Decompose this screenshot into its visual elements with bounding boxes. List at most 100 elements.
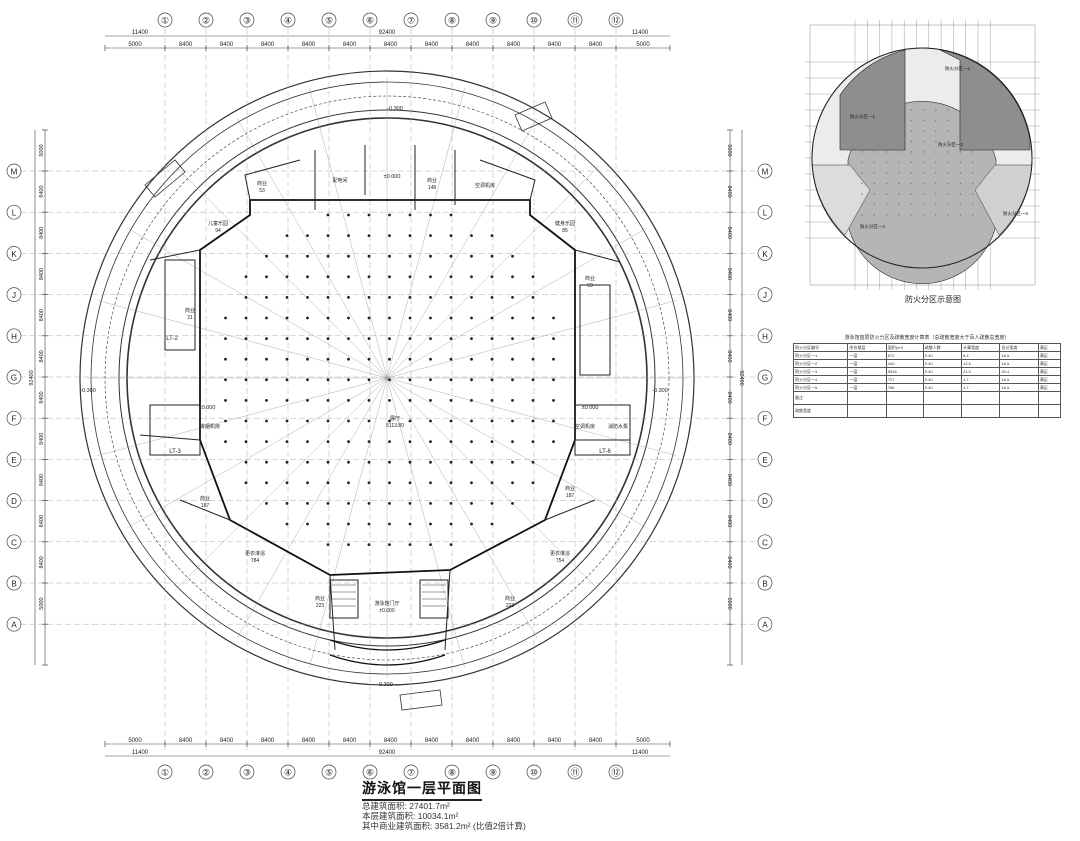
column-dot bbox=[511, 378, 514, 382]
column-axis-label: ⑧ bbox=[448, 768, 456, 778]
row-axis-label: C bbox=[762, 538, 768, 547]
fire-table-cell: 16.5 bbox=[999, 383, 1039, 392]
row-axis-bubble bbox=[6, 246, 22, 261]
fire-grid-dot bbox=[959, 214, 962, 216]
column-axis-label: ⑩ bbox=[530, 768, 538, 778]
column-dot bbox=[490, 460, 494, 464]
fire-table-cell: 防火分区一3 bbox=[792, 367, 849, 376]
column-axis-bubble bbox=[157, 12, 173, 28]
fire-grid-dot bbox=[935, 140, 937, 143]
radial-line bbox=[386, 377, 538, 638]
row-axis-label: A bbox=[762, 621, 768, 630]
fire-table-cell: 727 bbox=[885, 375, 924, 384]
column-axis-bubble bbox=[321, 764, 337, 780]
fire-grid-dot bbox=[947, 161, 949, 164]
fire-zone-label: 防火分区一4 bbox=[860, 223, 885, 230]
column-dot bbox=[388, 502, 391, 505]
column-dot bbox=[429, 481, 432, 485]
column-axis-label: ⑤ bbox=[325, 768, 333, 778]
dimension-label: 8400 bbox=[466, 42, 480, 48]
fire-grid-dot bbox=[861, 140, 863, 143]
dimension-label: 8400 bbox=[39, 309, 45, 321]
column-axis-bubble bbox=[403, 12, 419, 28]
column-dot bbox=[449, 419, 453, 423]
fire-table-cell: 8.4 bbox=[961, 351, 1001, 360]
column-dot bbox=[347, 522, 350, 526]
column-dot bbox=[326, 440, 330, 443]
column-dot bbox=[490, 275, 494, 279]
column-dot bbox=[224, 337, 227, 340]
fire-grid-dot bbox=[898, 182, 900, 185]
fire-grid-dot bbox=[898, 214, 900, 216]
column-dot bbox=[367, 234, 371, 238]
column-axis-label: ④ bbox=[284, 16, 292, 26]
fire-table-cell: 满足 bbox=[1037, 343, 1062, 352]
column-axis-bubble bbox=[198, 12, 214, 28]
column-dot bbox=[367, 460, 371, 464]
fire-grid-dot bbox=[959, 119, 962, 122]
fire-grid-dot bbox=[947, 109, 949, 111]
dimension-label: 8400 bbox=[726, 391, 732, 403]
fire-grid-dot bbox=[972, 214, 974, 216]
fire-table-cell: 0.40 bbox=[922, 375, 963, 384]
column-dot bbox=[449, 460, 453, 464]
fire-grid-dot bbox=[898, 172, 900, 174]
column-dot bbox=[388, 296, 391, 299]
fire-grid-dot bbox=[873, 109, 875, 111]
column-dot bbox=[224, 399, 227, 402]
fire-grid-dot bbox=[947, 193, 949, 195]
fire-grid-dot bbox=[922, 119, 925, 122]
fire-grid-dot bbox=[935, 109, 937, 111]
column-axis-label: ② bbox=[202, 768, 210, 778]
column-dot bbox=[347, 357, 350, 361]
fire-grid-dot bbox=[910, 182, 912, 185]
radial-line bbox=[97, 377, 388, 456]
column-dot bbox=[306, 296, 309, 299]
column-dot bbox=[511, 254, 514, 258]
row-axis-bubble bbox=[757, 163, 773, 179]
fire-grid-dot bbox=[922, 172, 925, 174]
column-axis-bubble bbox=[239, 12, 255, 28]
column-dot bbox=[285, 419, 289, 423]
radial-line bbox=[174, 165, 388, 379]
dimension-label: 8400 bbox=[39, 391, 45, 403]
dimension-label: 8400 bbox=[726, 185, 732, 197]
level-labels: ±0.000±0.000±0.000-0.300-0.300-0.300-0.3… bbox=[80, 106, 668, 688]
fire-grid-dot bbox=[885, 193, 888, 195]
column-axis-bubble bbox=[198, 764, 214, 780]
column-dot bbox=[326, 254, 330, 258]
fire-table-cell: 30.4 bbox=[999, 367, 1039, 376]
dimension-label: 5000 bbox=[128, 738, 142, 744]
fire-grid-dot bbox=[885, 161, 888, 164]
row-axis-bubble bbox=[6, 410, 22, 426]
fire-grid-dot bbox=[873, 182, 875, 185]
fire-grid-dot bbox=[959, 109, 962, 111]
column-dot bbox=[265, 316, 268, 320]
column-dot bbox=[408, 419, 412, 423]
column-axis-bubble bbox=[403, 764, 419, 780]
column-dot bbox=[367, 213, 371, 217]
fire-grid-dot bbox=[972, 203, 974, 206]
column-dot bbox=[244, 378, 248, 382]
fire-grid-dot bbox=[922, 130, 925, 132]
dimension-label: 8400 bbox=[548, 738, 562, 744]
radial-axis-lines bbox=[87, 78, 687, 678]
stair-hatching bbox=[332, 584, 446, 607]
fire-table-cell: 疏散人数 bbox=[922, 343, 963, 352]
dimension-label: 5000 bbox=[636, 42, 650, 48]
area-floor: 本层建筑面积: 10034.1m² bbox=[362, 811, 459, 821]
fire-grid-dot bbox=[861, 193, 863, 195]
fire-table-cell: 满足 bbox=[1037, 375, 1062, 384]
column-dot bbox=[470, 460, 473, 464]
fire-grid-dot bbox=[885, 203, 888, 206]
fire-grid-dot bbox=[873, 203, 875, 206]
column-dot bbox=[429, 213, 432, 217]
column-dot bbox=[408, 357, 412, 361]
column-dot bbox=[326, 378, 330, 382]
fire-grid-dot bbox=[959, 151, 962, 153]
fire-table-cell bbox=[999, 391, 1039, 405]
column-dot bbox=[429, 502, 432, 505]
fire-grid-dot bbox=[861, 119, 863, 122]
column-dot bbox=[449, 213, 453, 217]
